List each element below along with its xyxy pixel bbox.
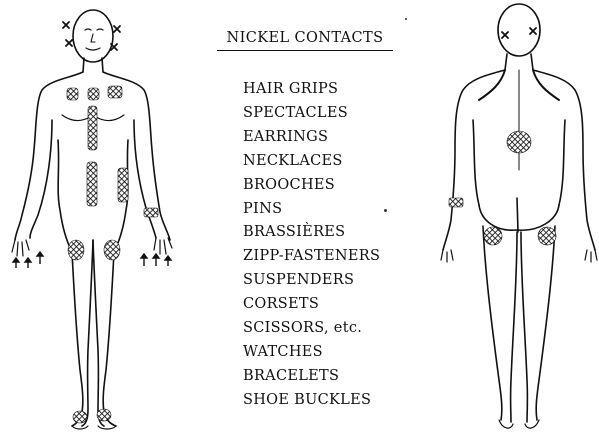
thigh-patch-right [104,240,120,260]
sternum-patch [88,106,97,150]
list-item: SHOE BUCKLES [243,389,380,413]
list-item: SCISSORS, etc. [243,317,380,341]
nickel-contacts-list: HAIR GRIPS SPECTACLES EARRINGS NECKLACES… [243,78,380,413]
list-item: BRASSIÈRES [243,221,380,245]
list-item: WATCHES [243,341,380,365]
front-body-figure [0,0,200,436]
list-item: SPECTACLES [243,102,380,126]
chest-patch-left [67,88,78,100]
abdomen-patch [87,162,97,206]
foot-patch-left [73,411,87,423]
wrist-patch [144,208,158,217]
ink-speck [384,209,387,212]
page-title: NICKEL CONTACTS [215,30,395,46]
list-item: BRACELETS [243,365,380,389]
back-thigh-patch-left [484,227,502,245]
list-item: BROOCHES [243,174,380,198]
list-item: SUSPENDERS [243,269,380,293]
foot-patch-right [97,409,111,421]
list-item: ZIPP-FASTENERS [243,245,380,269]
back-thigh-patch-right [538,227,556,245]
list-item: HAIR GRIPS [243,78,380,102]
chest-patch-right [108,86,122,98]
upper-back-patch [507,131,531,153]
back-body-figure [399,0,599,436]
back-x-marks [502,28,536,38]
list-item: PINS [243,198,380,222]
list-item: NECKLACES [243,150,380,174]
chest-patch-mid [88,88,99,100]
thigh-patch-left [68,240,84,260]
list-item: EARRINGS [243,126,380,150]
back-wrist-patch [449,198,463,207]
hip-patch [118,168,128,202]
list-item: CORSETS [243,293,380,317]
title-underline [217,50,393,51]
back-contact-patches [449,131,556,245]
